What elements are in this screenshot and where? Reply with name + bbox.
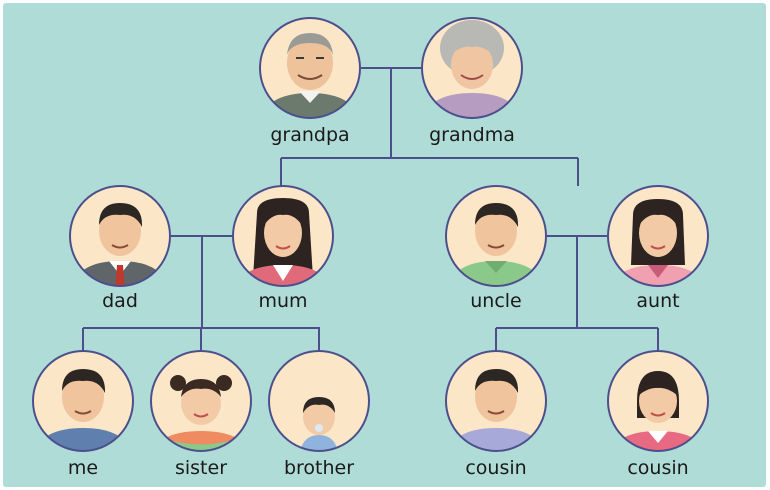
cousin2-portrait	[607, 350, 709, 452]
aunt-portrait	[607, 185, 709, 287]
uncle-portrait	[445, 185, 547, 287]
cousin2-label: cousin	[627, 457, 689, 479]
aunt-label: aunt	[636, 290, 680, 312]
mum-label: mum	[258, 290, 308, 312]
uncle-label: uncle	[470, 290, 522, 312]
grandma-label: grandma	[429, 124, 515, 146]
brother-label: brother	[283, 457, 355, 479]
grandpa-portrait	[259, 17, 361, 119]
me-label: me	[67, 457, 99, 479]
dad-portrait	[69, 185, 171, 287]
family-tree: grandpa grandma dad mum uncle aunt me si…	[3, 3, 766, 487]
cousin1-label: cousin	[465, 457, 527, 479]
connector-lines	[82, 67, 659, 351]
grandma-portrait	[421, 17, 523, 119]
grandpa-label: grandpa	[270, 124, 350, 146]
dad-label: dad	[102, 290, 138, 312]
me-portrait	[32, 350, 134, 452]
family-tree-diagram	[32, 17, 709, 452]
sister-portrait	[150, 350, 252, 452]
kids-bar	[83, 327, 320, 351]
cousin1-portrait	[445, 350, 547, 452]
mum-portrait	[232, 185, 334, 287]
sister-label: sister	[174, 457, 228, 479]
brother-portrait	[268, 350, 370, 452]
